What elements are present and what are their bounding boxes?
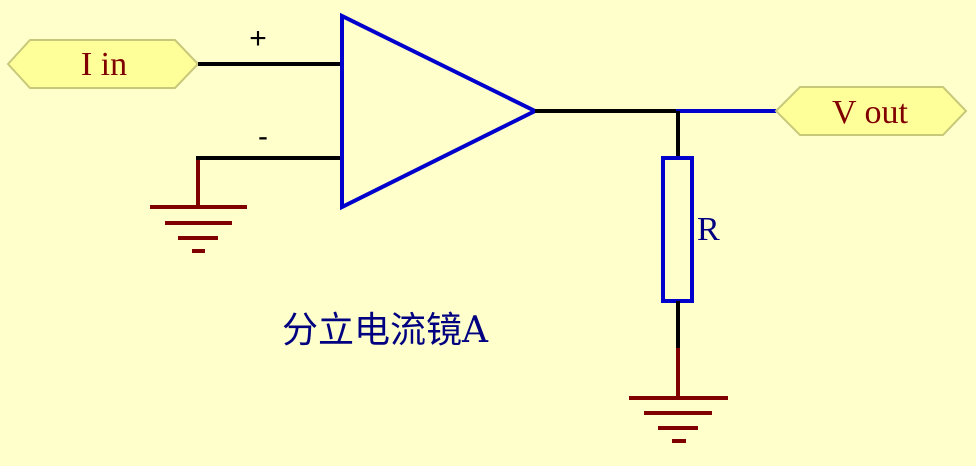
resistor-label: R	[697, 211, 720, 248]
opamp-symbol	[340, 12, 540, 211]
diagram-caption: 分立电流镜A	[282, 310, 489, 351]
output-port: V out	[774, 86, 968, 136]
minus-terminal-wire	[196, 156, 342, 162]
input-port: I in	[6, 39, 200, 89]
resistor-symbol	[661, 156, 694, 303]
input-port-label: I in	[81, 46, 127, 83]
minus-terminal-label: -	[258, 120, 268, 153]
output-port-label: V out	[832, 94, 908, 131]
ground-symbol-left	[150, 160, 247, 253]
plus-terminal-label: +	[249, 22, 267, 55]
ground-symbol-right	[629, 348, 728, 443]
